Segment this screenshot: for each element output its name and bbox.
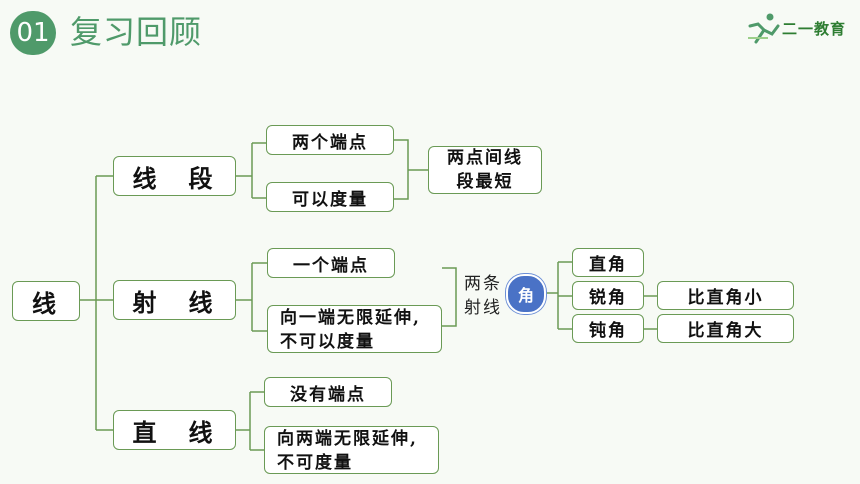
root-node-line: 线 [12,281,80,321]
connector-two-rays: 两条 射线 [464,272,502,320]
connector-two-rays-line-1: 两条 [464,274,502,294]
ray-prop-infinite-line-1: 向一端无限延伸, [280,308,421,328]
brand-logo-icon [748,13,780,44]
line-prop-no-endpoints: 没有端点 [264,377,392,407]
angle-node: 角 [506,274,546,314]
segment-prop-two-endpoints: 两个端点 [266,125,394,155]
line-prop-infinite-line-2: 不可度量 [277,453,353,473]
node-line-segment: 线 段 [113,156,236,196]
line-prop-infinite-line-1: 向两端无限延伸, [277,429,418,449]
node-ray: 射 线 [113,280,236,320]
connector-two-rays-line-2: 射线 [464,298,502,318]
ray-prop-infinite-line-2: 不可以度量 [280,332,375,352]
angle-type-right: 直角 [572,248,644,277]
acute-compare: 比直角小 [657,281,794,310]
section-number-badge: 01 [10,11,56,55]
brand-name: 二一教育 [782,20,847,38]
obtuse-compare: 比直角大 [657,314,794,343]
segment-conclusion: 两点间线 段最短 [428,146,542,194]
segment-conclusion-line-1: 两点间线 [447,148,523,168]
page-title: 复习回顾 [70,13,203,51]
segment-prop-measurable: 可以度量 [266,182,394,212]
segment-conclusion-line-2: 段最短 [456,172,514,192]
ray-prop-one-endpoint: 一个端点 [267,248,395,278]
node-straight-line: 直 线 [113,410,236,450]
angle-type-acute: 锐角 [572,281,644,310]
ray-prop-infinite: 向一端无限延伸, 不可以度量 [267,305,442,353]
angle-type-obtuse: 钝角 [572,314,644,343]
line-prop-infinite: 向两端无限延伸, 不可度量 [264,426,439,474]
